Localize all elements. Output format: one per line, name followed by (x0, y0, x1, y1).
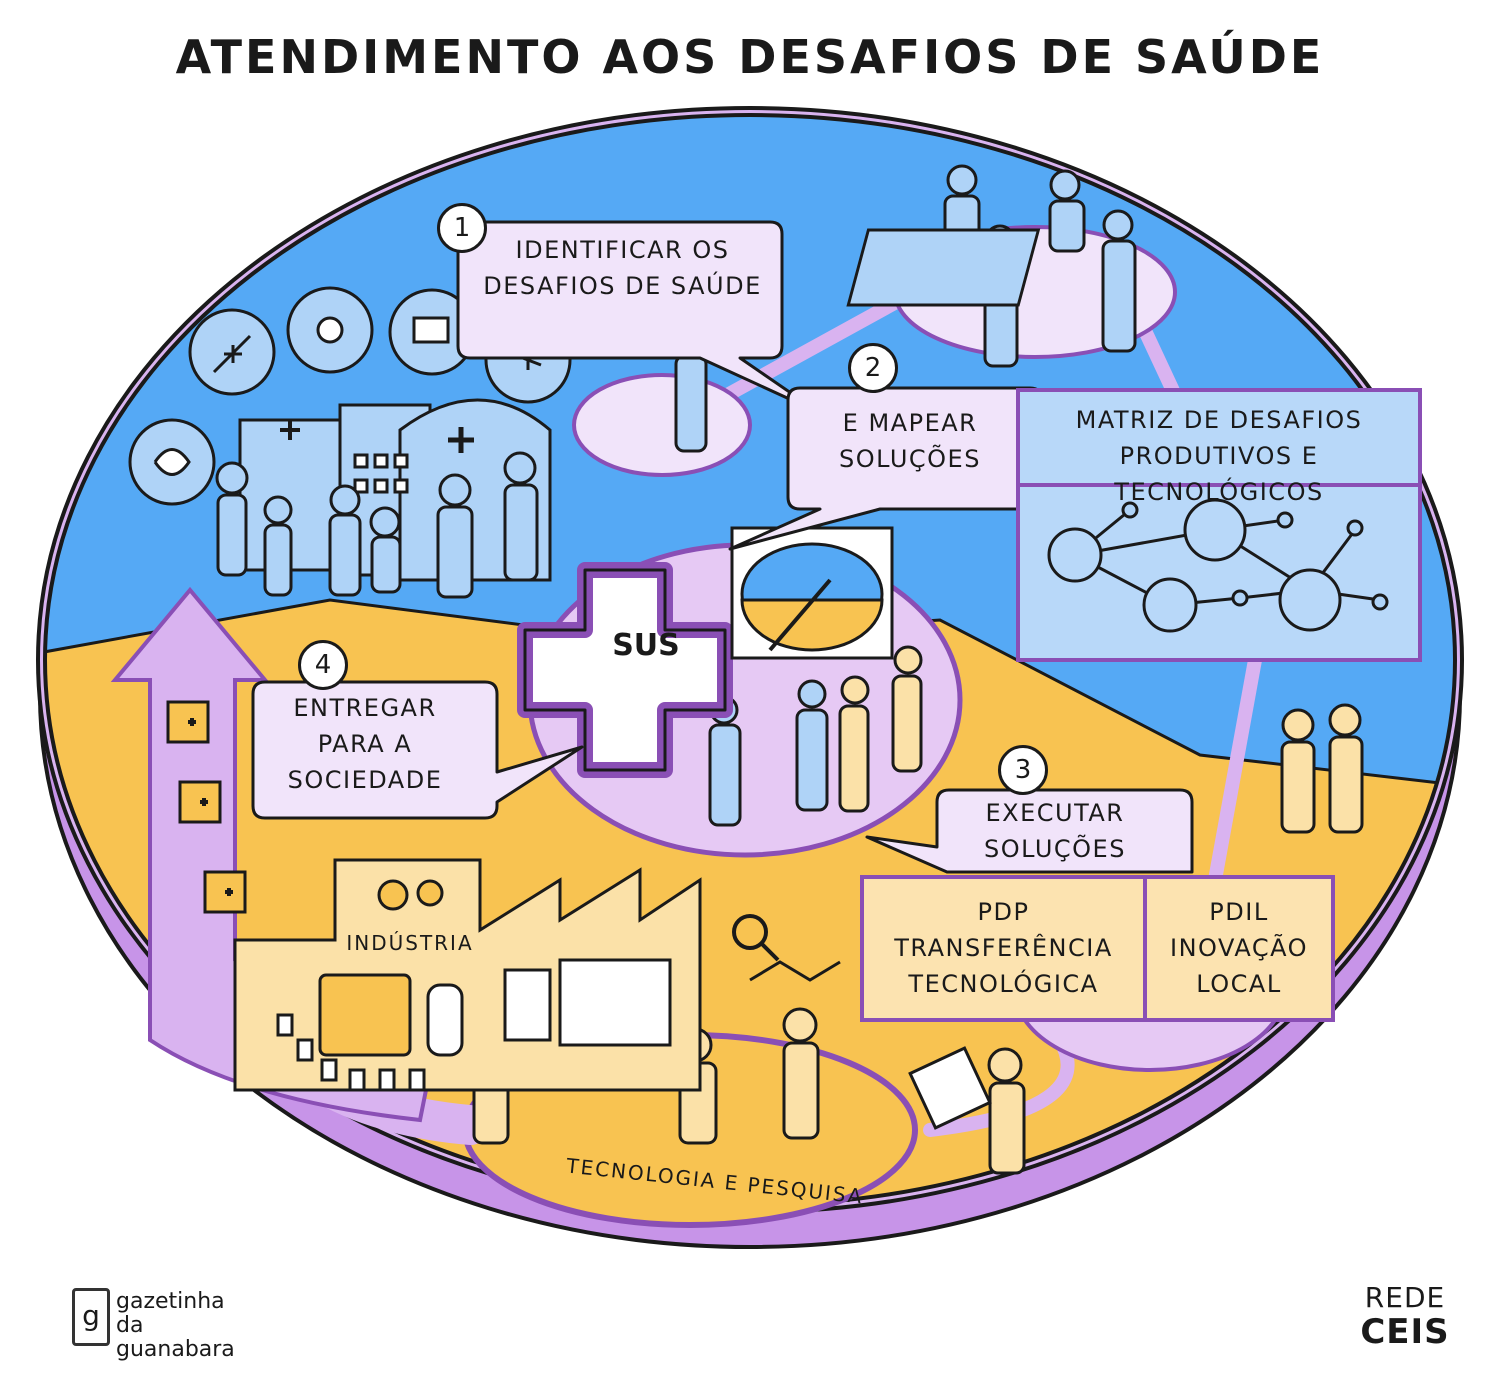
step1-line1: IDENTIFICAR OS (515, 236, 730, 264)
industry-label: INDÚSTRIA (346, 931, 474, 955)
page-title: ATENDIMENTO AOS DESAFIOS DE SAÚDE (175, 30, 1325, 84)
matrix-title: MATRIZ DE DESAFIOS PRODUTIVOS E TECNOLÓG… (1018, 402, 1420, 510)
lab-sign (908, 1046, 992, 1130)
step-number-4: 4 (298, 640, 348, 690)
step3-label: EXECUTAR SOLUÇÕES (950, 795, 1160, 867)
step3-line2: SOLUÇÕES (984, 835, 1126, 863)
pdp-label: PDP TRANSFERÊNCIA TECNOLÓGICA (862, 894, 1145, 1002)
step4-line1: ENTREGAR (293, 694, 437, 722)
step-number-2: 2 (848, 343, 898, 393)
pdil-line1: PDIL (1209, 898, 1269, 926)
step1-line2: DESAFIOS DE SAÚDE (483, 272, 762, 300)
rede-ceis-line1: REDE (1364, 1281, 1446, 1314)
platform-step1 (572, 373, 752, 477)
pdp-line1: PDP (977, 898, 1030, 926)
pdp-line2: TRANSFERÊNCIA (894, 934, 1113, 962)
gazetinha-line2: da guanabara (116, 1313, 235, 1362)
rede-ceis-line2: CEIS (1360, 1312, 1450, 1352)
gazetinha-logo-icon: g (72, 1288, 110, 1346)
factory (233, 858, 841, 1092)
sus-badge: SUS (612, 628, 680, 663)
step2-line1: E MAPEAR (842, 409, 978, 437)
step-number-3: 3 (998, 745, 1048, 795)
gear-icon (377, 879, 444, 911)
step4-label: ENTREGAR PARA A SOCIEDADE (255, 690, 475, 798)
execution-boxes (860, 875, 1335, 1022)
magnifier-icon (732, 914, 780, 962)
health-icon-bubbles (128, 286, 572, 506)
matrix-line1: MATRIZ DE DESAFIOS (1075, 406, 1363, 434)
speech-bubbles (251, 220, 1194, 874)
step3-line1: EXECUTAR (985, 799, 1125, 827)
pdil-line2: INOVAÇÃO (1169, 934, 1309, 962)
step2-line2: SOLUÇÕES (839, 445, 981, 473)
rede-ceis-logo: REDE CEIS (1350, 1281, 1460, 1352)
bubble-step3 (865, 788, 1194, 874)
step2-label: E MAPEAR SOLUÇÕES (800, 405, 1020, 477)
pdil-line3: LOCAL (1196, 970, 1282, 998)
matrix-network (1047, 498, 1389, 633)
matrix-line2: PRODUTIVOS E TECNOLÓGICOS (1114, 442, 1324, 506)
presentation-board (730, 526, 894, 660)
connector-paths (693, 293, 1262, 1137)
pdil-label: PDIL INOVAÇÃO LOCAL (1145, 894, 1333, 1002)
step-number-1: 1 (437, 203, 487, 253)
gazetinha-line1: gazetinha (116, 1289, 225, 1314)
pdp-line3: TECNOLÓGICA (908, 970, 1099, 998)
bubble-step4 (251, 680, 584, 820)
step1-label: IDENTIFICAR OS DESAFIOS DE SAÚDE (470, 232, 775, 304)
step4-line2: PARA A (317, 730, 413, 758)
medicine-box-icon (166, 700, 247, 914)
team-table (846, 228, 1041, 307)
vial-icon (276, 1013, 426, 1092)
gazetinha-logo: g gazetinha da guanabara (72, 1284, 252, 1362)
step4-line3: SOCIEDADE (287, 766, 443, 794)
